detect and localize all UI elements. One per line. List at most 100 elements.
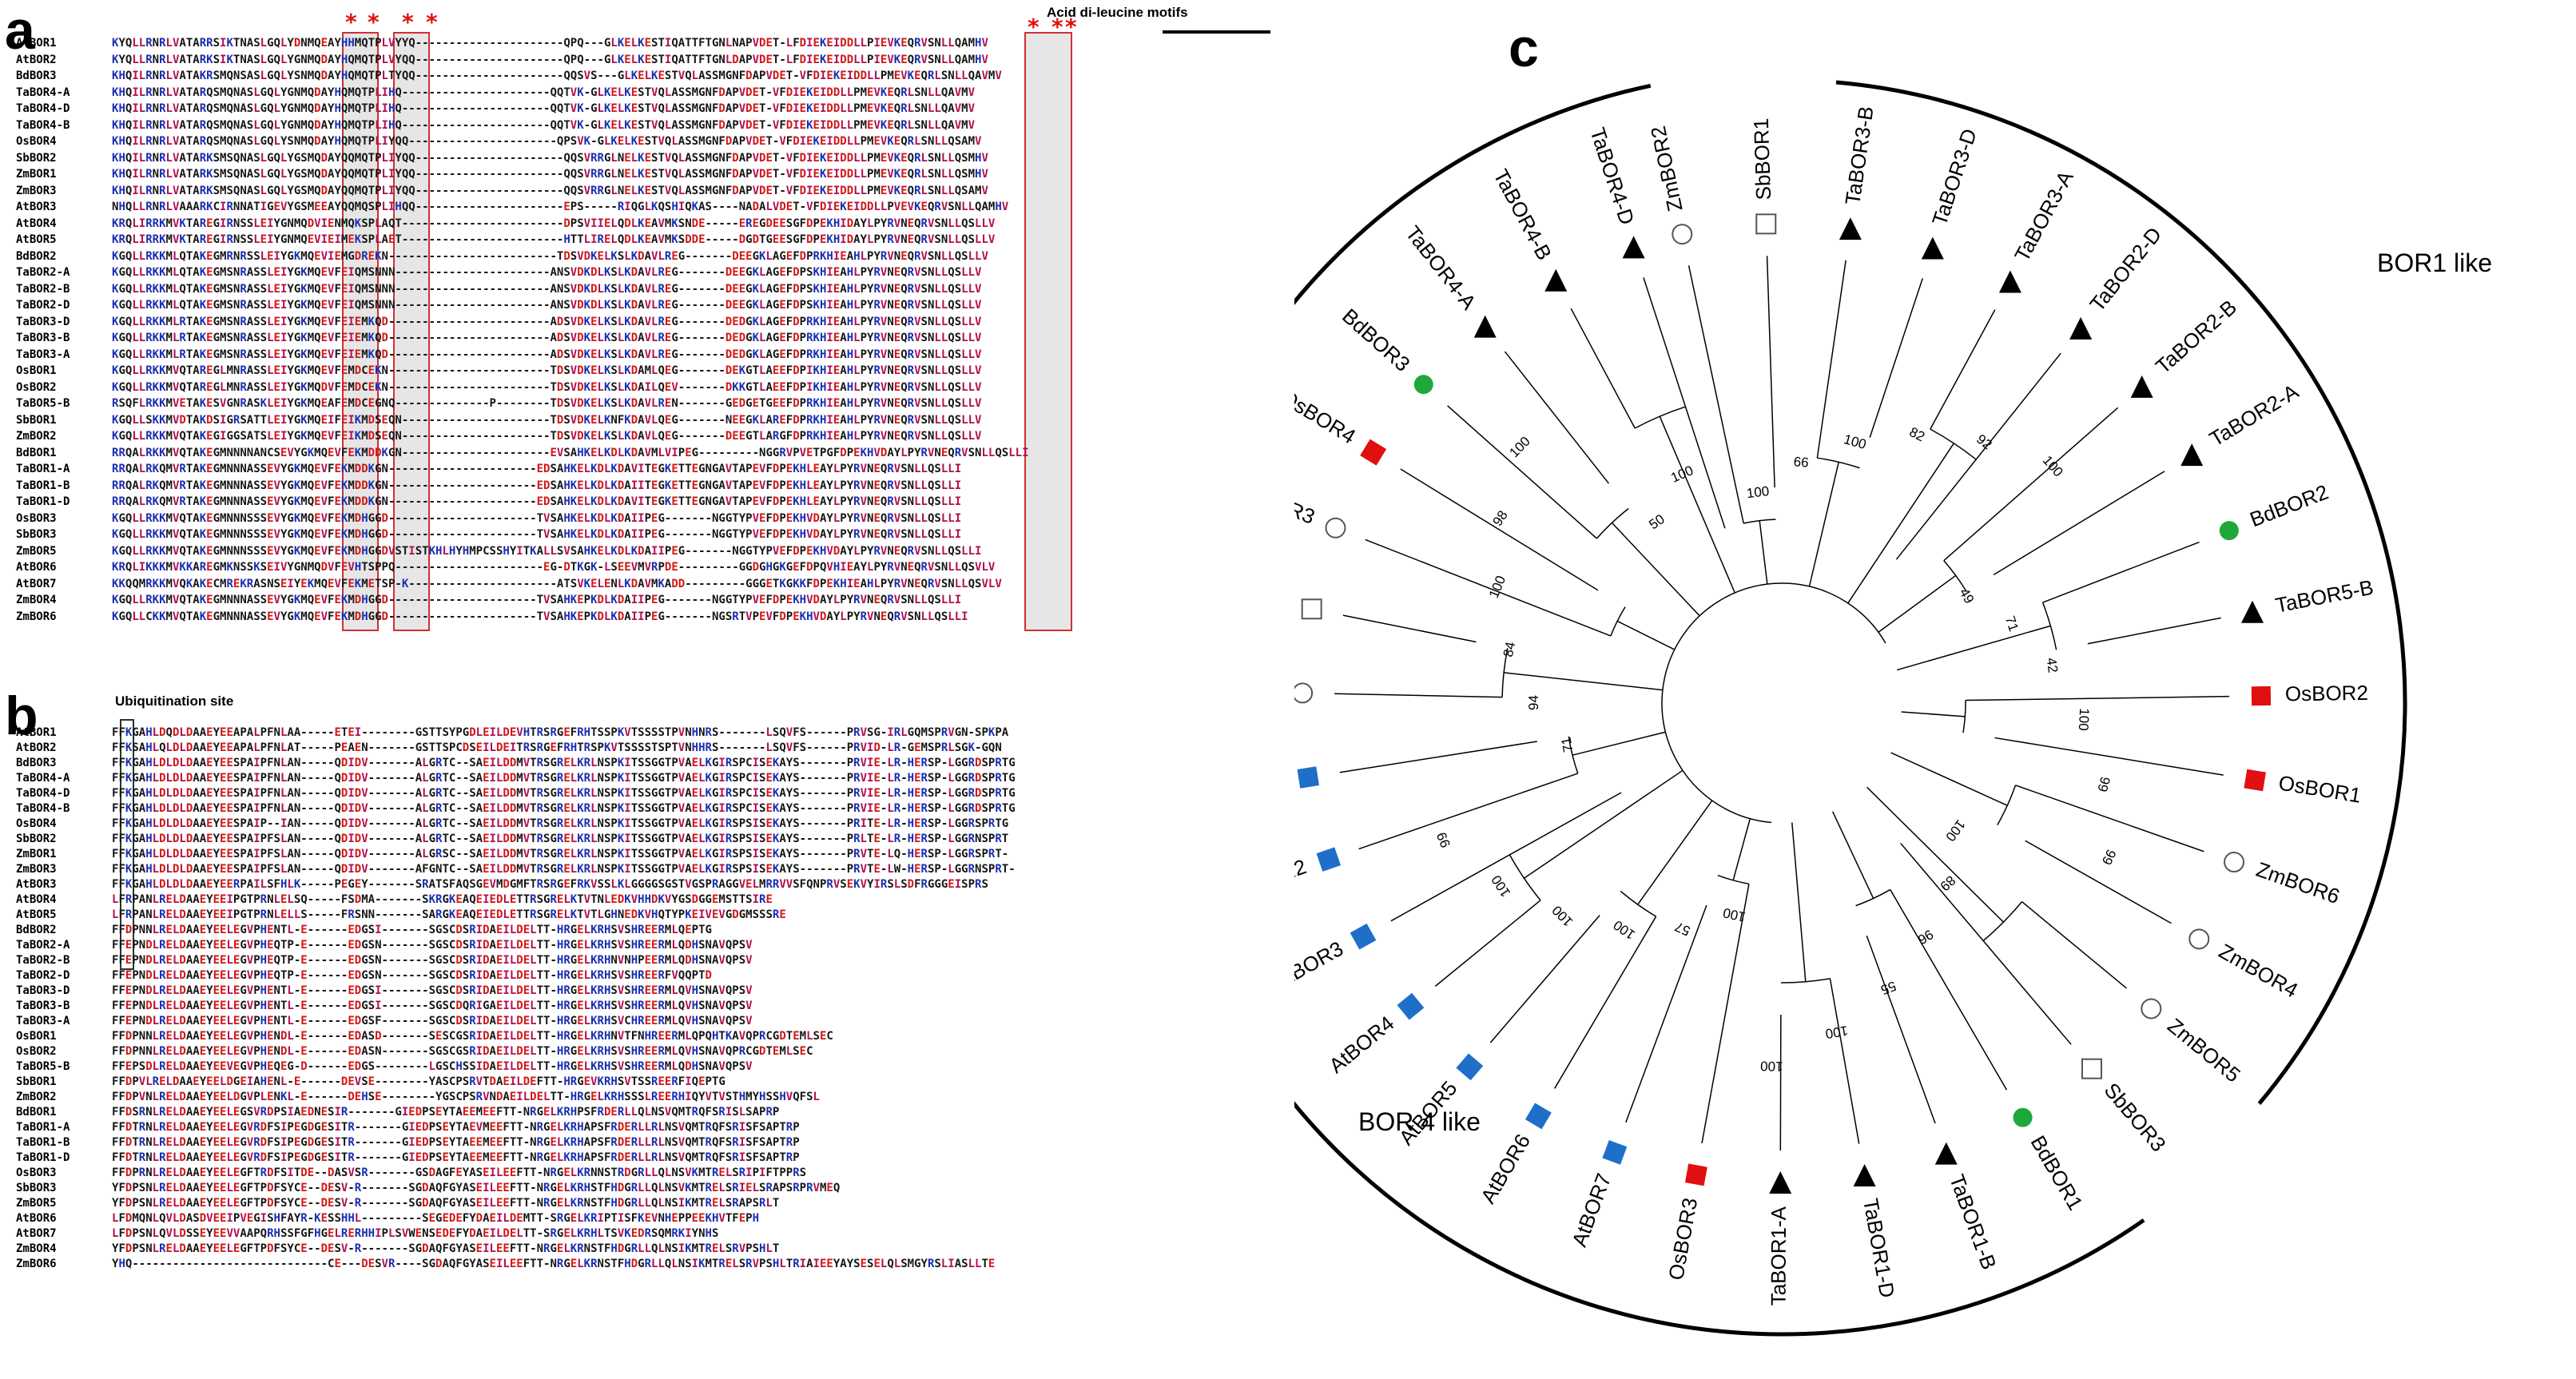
bor1-like-arc <box>1835 80 2407 1105</box>
sequence-text: KGQLLRKKMVQTAKEGMNNNSSSEVYGKMQEVFEKMDHGG… <box>112 544 982 558</box>
sequence-text: KYQLLRNRLVATARKSIKTNASLGQLYGNMQDAYHQMQTP… <box>112 53 988 66</box>
sequence-text: KGQLLRKKMLRTAKEGMSNRASSLEIYGKMQEVFEIEMKQ… <box>112 332 982 344</box>
sequence-label: BdBOR1 <box>16 1106 57 1119</box>
sequence-text: FFKGAHLDLDLDAAEYEERPAILSFHLK-----PEGEY--… <box>112 878 988 891</box>
sequence-text: KRQLIKKKMVKKAREGMKNSSKSEIVYGNMQDVFEVHTSP… <box>112 561 996 574</box>
sequence-text: FFDPNNLRELDAAEYEELEGVPHENDL-E------EDASN… <box>112 1045 813 1058</box>
tree-branch <box>1866 935 1936 1124</box>
tree-branch <box>1358 773 1578 850</box>
tree-clade-arc <box>1962 700 1966 733</box>
leaf-label: ZmBOR4 <box>2215 939 2302 1002</box>
tree-branch <box>1930 309 1996 430</box>
tree-branch <box>1643 277 1726 529</box>
sequence-text: KGQLLRKKMLRTAKEGMSNRASSLEIYGKMQEVFEIEMKQ… <box>112 315 982 328</box>
bootstrap-value: 100 <box>1506 434 1532 461</box>
sequence-label: AtBOR1 <box>16 37 57 50</box>
tree-branch <box>1701 884 1750 1144</box>
sequence-label: TaBOR4-B <box>16 802 70 815</box>
sequence-text: FFKGAHLDLDLDAAEYEESPAIPFNLAN-----QDIDV--… <box>112 802 1016 815</box>
sequence-label: TaBOR1-D <box>16 495 70 508</box>
sequence-label: SbBOR1 <box>16 413 57 427</box>
bootstrap-value: 71 <box>1558 736 1576 753</box>
tree-branch <box>2015 785 2204 852</box>
sequence-text: KGQLLCKKMVQTAKEGMNNNASSEVYGKMQEVFEKMDHGG… <box>112 610 968 623</box>
leaf-label: ZmBOR2 <box>1646 124 1688 213</box>
sequence-label: TaBOR2-D <box>16 969 70 982</box>
sequence-text: KGQLLRKKMVQTAREGLMNRASSLEIYGKMQEVFEMDCEK… <box>112 364 982 377</box>
sequence-label: ZmBOR2 <box>16 1091 57 1103</box>
bootstrap-value: 100 <box>1746 483 1770 501</box>
leaf-label: OsBOR4 <box>1294 384 1360 448</box>
sequence-label: AtBOR2 <box>16 53 57 66</box>
bootstrap-value: 100 <box>1549 903 1576 930</box>
open-square-marker-icon <box>1301 598 1322 620</box>
sequence-label: TaBOR4-A <box>16 772 70 785</box>
bootstrap-value: 100 <box>1668 463 1695 486</box>
tree-branch <box>1637 800 1713 905</box>
sequence-text: RRQALRKQMVRTAKEGMNNNASSEVYGKMQEVFEKMDDKG… <box>112 463 962 475</box>
sequence-label: ZmBOR1 <box>16 168 57 181</box>
leaf-label: ZmBOR5 <box>2163 1013 2245 1087</box>
star-marker: * <box>426 9 438 35</box>
sequence-text: FFKSAHLQLDLDAAEYEEAPALPFNLAT-----PEAEN--… <box>112 741 1002 754</box>
sequence-text: LFDMQNLQVLDASDVEEIPVEGISHFAYR-KESSHHL---… <box>112 1212 759 1225</box>
triangle-marker-icon <box>1769 1170 1792 1194</box>
sequence-label: ZmBOR1 <box>16 848 57 860</box>
highlight-box-a1 <box>342 32 379 631</box>
leaf-label: AtBOR2 <box>1294 854 1310 901</box>
sequence-text: KGQLLRKKMVQTAKEGMNNNSSSEVYGKMQEVFEKMDHGG… <box>112 528 962 541</box>
alignment-row: TaBOR4-D KHQILRNRLVATARQSMQNASLGQLYGNMQDA… <box>16 101 1029 117</box>
panel-letter-c: c <box>1509 18 1539 78</box>
sequence-label: TaBOR3-B <box>16 332 70 344</box>
leaf-label: BdBOR1 <box>2026 1131 2089 1214</box>
sequence-text: KGQLLRKKMLQTAKEGMRNRSSLEIYGKMQEVIEMGDREK… <box>112 249 988 263</box>
sequence-label: BdBOR1 <box>16 446 57 459</box>
sequence-label: AtBOR3 <box>16 201 57 213</box>
open-circle-marker-icon <box>1325 517 1346 538</box>
tree-branch <box>1791 822 1807 982</box>
bor4-like-arc <box>1294 83 2145 1337</box>
tree-branch <box>1766 256 1775 488</box>
tree-branch <box>1895 352 2061 560</box>
sequence-text: FFDPNNLRELDAAEYEELEGVPHENDL-E------EDASD… <box>112 1030 833 1043</box>
highlight-box-a3 <box>1024 32 1072 631</box>
leaf-label: TaBOR2-B <box>2151 295 2241 379</box>
tree-branch <box>2021 901 2127 989</box>
square-marker-icon <box>1360 439 1387 466</box>
alignment-row: TaBOR2-A FFEPNDLRELDAAEYEELEGVPHEQTP-E---… <box>16 938 1016 953</box>
sequence-label: AtBOR5 <box>16 233 57 246</box>
alignment-row: AtBOR2 KYQLLRNRLVATARKSIKTNASLGQLYGNMQDAY… <box>16 52 1029 69</box>
sequence-label: TaBOR4-D <box>16 102 70 115</box>
sequence-text: KGQLLRKKMVQTAREGLMNRASSLEIYGKMQDVFEMDCEK… <box>112 380 982 394</box>
bootstrap-value: 55 <box>1878 978 1898 997</box>
tree-branch <box>2087 617 2221 645</box>
tree-branch <box>1965 695 2229 701</box>
triangle-marker-icon <box>1473 315 1497 338</box>
sequence-text: FFEPNDLRELDAAEYEELEGVPHEQTP-E------EDGSN… <box>112 939 753 952</box>
sequence-label: TaBOR2-A <box>16 939 70 952</box>
tree-clade-arc <box>1568 736 1579 774</box>
tree-branch <box>1732 818 1751 881</box>
tree-branch <box>1993 471 2165 576</box>
tree-branch <box>1434 900 1541 987</box>
sequence-label: OsBOR3 <box>16 1166 57 1179</box>
leaf-label: TaBOR1-A <box>1767 1206 1791 1305</box>
star-marker: * <box>1028 14 1040 40</box>
square-marker-icon <box>1316 847 1342 872</box>
star-marker: * <box>345 9 357 35</box>
sequence-label: ZmBOR6 <box>16 610 57 623</box>
sequence-text: KHQILRNRLVATARQSMQNASLGQLYGNMQDAYHQMQTPL… <box>112 102 975 115</box>
sequence-text: FFKGAHLDLDLDAAEYEESPAIPFNLAN-----QDIDV--… <box>112 757 1016 769</box>
sequence-label: ZmBOR5 <box>16 1197 57 1210</box>
sequence-label: AtBOR4 <box>16 893 57 906</box>
